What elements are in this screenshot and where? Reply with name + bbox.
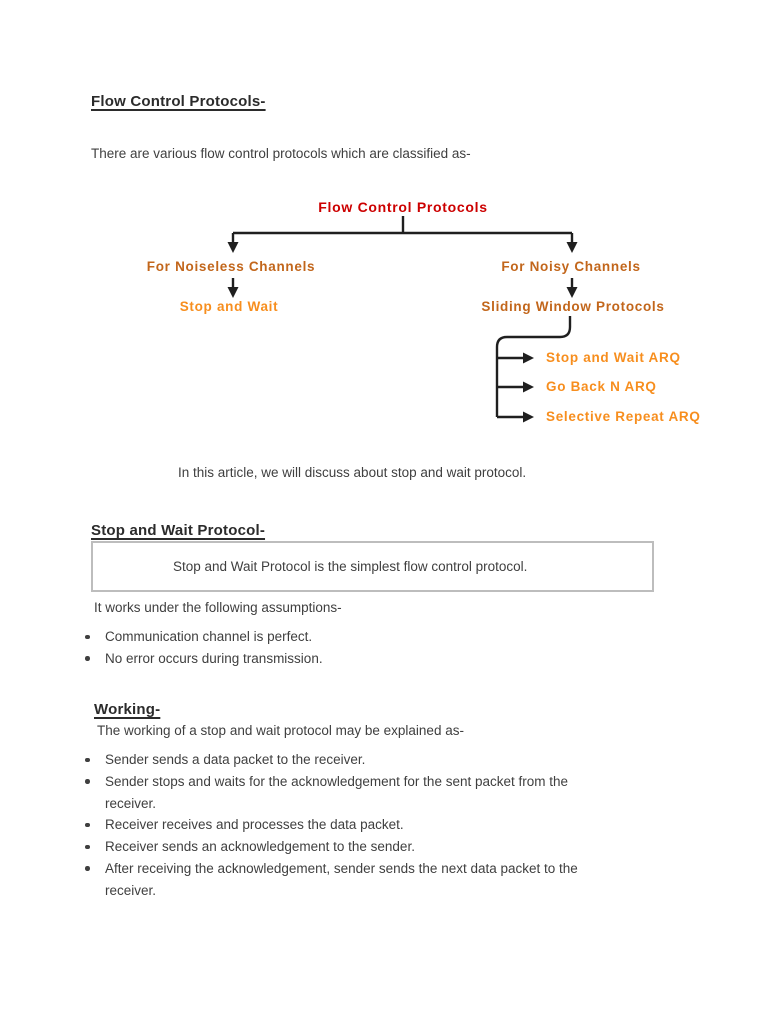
assumptions-list: Communication channel is perfect. No err… <box>84 626 594 670</box>
down-arrowhead <box>227 242 239 253</box>
diagram-sliding-window-label: Sliding Window Protocols <box>481 299 665 314</box>
working-heading: Working- <box>94 701 161 718</box>
diagram-noisy-label: For Noisy Channels <box>501 259 641 274</box>
diagram-lines <box>231 216 574 419</box>
list-item: Sender sends a data packet to the receiv… <box>84 749 589 771</box>
right-arrowhead <box>523 381 534 393</box>
right-arrowhead <box>523 352 534 364</box>
list-item: Receiver sends an acknowledgement to the… <box>84 836 589 858</box>
diagram-stop-and-wait-label: Stop and Wait <box>179 299 279 314</box>
list-item: After receiving the acknowledgement, sen… <box>84 858 589 902</box>
diagram-arrowheads <box>227 242 578 423</box>
diagram-selective-repeat-arq-label: Selective Repeat ARQ <box>546 409 701 424</box>
list-item: Communication channel is perfect. <box>84 626 594 648</box>
flow-control-diagram: Flow Control Protocols For Noiseless Cha… <box>0 195 768 445</box>
working-steps-list: Sender sends a data packet to the receiv… <box>84 749 589 902</box>
doc-title: Flow Control Protocols- <box>91 93 266 110</box>
list-item: Sender stops and waits for the acknowled… <box>84 771 589 815</box>
stop-and-wait-heading: Stop and Wait Protocol- <box>91 522 266 539</box>
working-intro: The working of a stop and wait protocol … <box>97 723 464 738</box>
definition-text: Stop and Wait Protocol is the simplest f… <box>173 559 528 574</box>
down-arrowhead <box>566 287 578 298</box>
intro-text: There are various flow control protocols… <box>91 146 471 161</box>
article-note: In this article, we will discuss about s… <box>178 465 527 480</box>
list-item: Receiver receives and processes the data… <box>84 814 589 836</box>
down-arrowhead <box>566 242 578 253</box>
diagram-root-label: Flow Control Protocols <box>318 199 488 215</box>
down-arrowhead <box>227 287 239 298</box>
definition-box: Stop and Wait Protocol is the simplest f… <box>91 541 654 592</box>
diagram-noiseless-label: For Noiseless Channels <box>146 259 316 274</box>
assumptions-intro: It works under the following assumptions… <box>94 600 342 615</box>
diagram-go-back-n-arq-label: Go Back N ARQ <box>546 379 657 394</box>
right-arrowhead <box>523 411 534 423</box>
list-item: No error occurs during transmission. <box>84 648 594 670</box>
diagram-stop-and-wait-arq-label: Stop and Wait ARQ <box>546 350 681 365</box>
diagram-connectors <box>227 216 578 423</box>
sliding-window-connector <box>495 316 572 417</box>
